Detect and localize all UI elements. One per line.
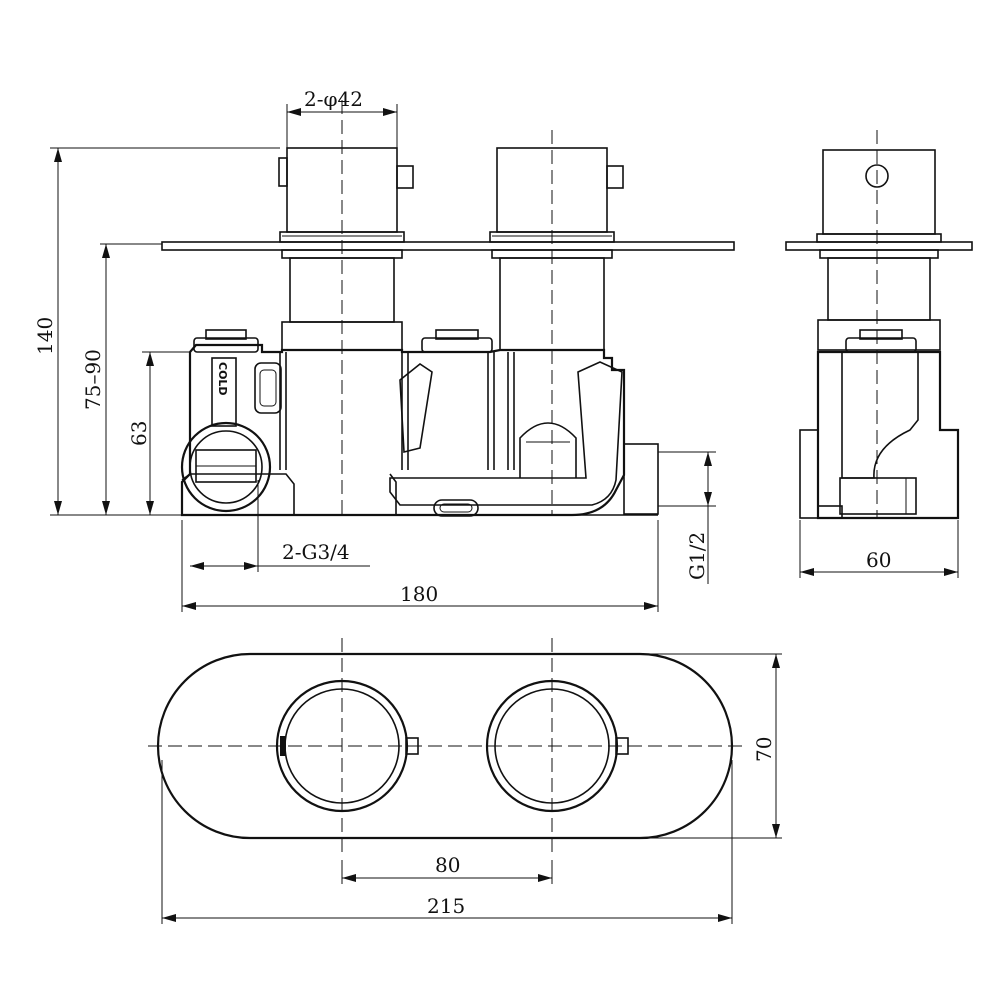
top-nut-left-cap bbox=[205, 329, 247, 340]
total-height-label: 140 bbox=[33, 317, 57, 355]
side-port bbox=[254, 362, 282, 414]
top-nut-middle bbox=[421, 337, 493, 353]
side-faceplate-edge bbox=[785, 241, 973, 251]
side-cartridge bbox=[817, 319, 941, 351]
thermostat-bowl bbox=[519, 422, 577, 478]
top-nut-left bbox=[193, 337, 259, 353]
front-dimensions: 2-φ42 140 75–90 63 2-G3/4 180 bbox=[33, 87, 716, 612]
side-knob bbox=[822, 149, 936, 235]
outlet-height-label: 75–90 bbox=[81, 349, 105, 410]
faceplate-edge bbox=[161, 241, 735, 251]
outlet-connection bbox=[623, 443, 659, 515]
faceplate-dimensions: 70 80 215 bbox=[161, 653, 782, 924]
right-knob-lever-face bbox=[615, 737, 629, 755]
inlet-thread-label: 2-G3/4 bbox=[282, 540, 350, 564]
left-knob-indicator bbox=[280, 736, 286, 756]
side-outlet-block bbox=[839, 477, 917, 515]
side-inlet bbox=[799, 429, 819, 519]
right-knob-lever bbox=[606, 165, 624, 189]
valve-body bbox=[180, 343, 626, 517]
knob-diameter-label: 2-φ42 bbox=[304, 87, 363, 111]
cold-label-box bbox=[211, 357, 237, 427]
hot-inlet-slant bbox=[399, 363, 433, 454]
mounting-slot bbox=[433, 499, 479, 517]
left-knob-marker bbox=[278, 157, 288, 187]
front-elevation: COLD bbox=[161, 100, 735, 517]
side-body bbox=[816, 350, 960, 520]
cold-inlet bbox=[180, 421, 272, 513]
side-elevation: 60 bbox=[785, 130, 973, 578]
left-knob-lever bbox=[396, 165, 414, 189]
left-knob-face bbox=[275, 679, 409, 813]
knob-spacing-label: 80 bbox=[435, 853, 460, 877]
cold-label: COLD bbox=[216, 362, 229, 396]
plate-width-label: 215 bbox=[427, 894, 465, 918]
side-depth-label: 60 bbox=[866, 548, 891, 572]
body-width-label: 180 bbox=[400, 582, 438, 606]
plate-height-label: 70 bbox=[752, 737, 776, 762]
side-stem bbox=[827, 257, 931, 321]
side-foot bbox=[817, 505, 843, 519]
side-knob-collar bbox=[816, 233, 942, 243]
side-knob-lever-end bbox=[865, 164, 889, 188]
faceplate-outline bbox=[156, 652, 734, 840]
top-nut-middle-cap bbox=[435, 329, 479, 340]
faceplate-front bbox=[148, 638, 748, 858]
outlet-thread-label: G1/2 bbox=[685, 532, 709, 580]
inlet-height-label: 63 bbox=[127, 421, 151, 446]
outlet-elbow bbox=[389, 361, 623, 506]
left-knob-lever-face bbox=[405, 737, 419, 755]
right-knob-face bbox=[485, 679, 619, 813]
